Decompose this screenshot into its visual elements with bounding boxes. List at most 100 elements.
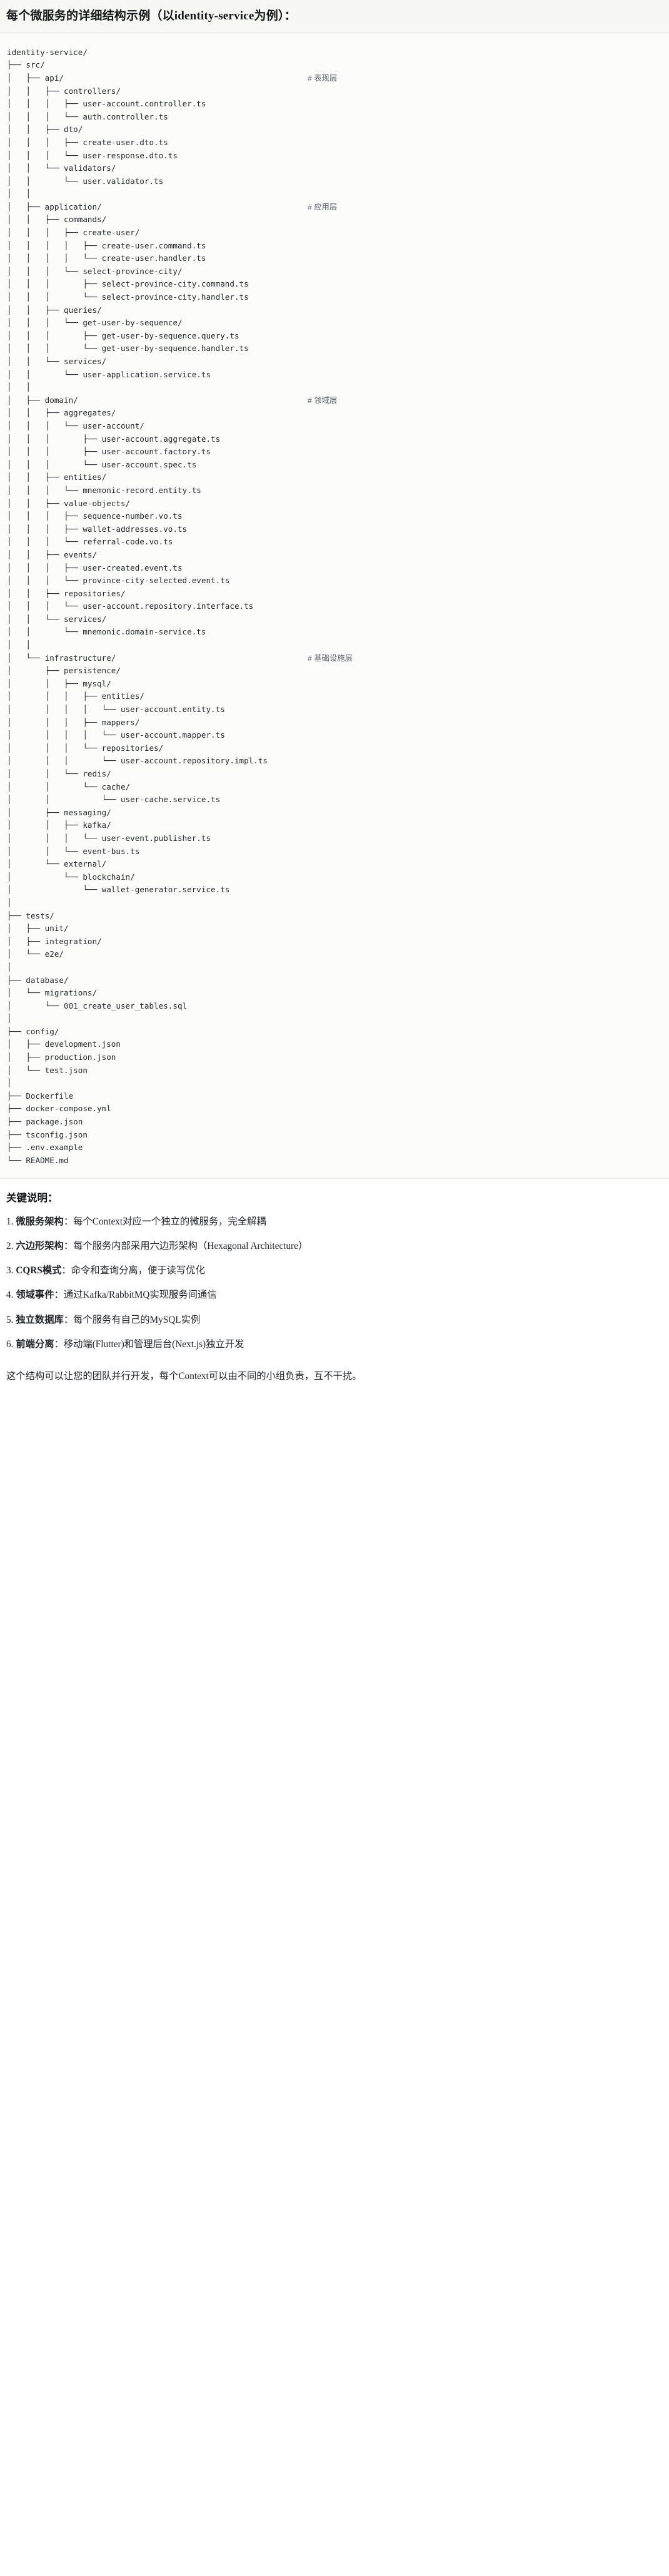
tree-line-path: │ │ │ └── user-event.publisher.ts — [7, 833, 211, 843]
tree-line-path: │ └── e2e/ — [7, 949, 64, 959]
tree-line-comment: # 应用层 — [308, 202, 338, 211]
tree-line-path: │ │ │ ├── create-user.dto.ts — [7, 137, 168, 147]
tree-line: │ │ │ ├── get-user-by-sequence.query.ts — [0, 330, 669, 343]
tree-line: identity-service/ — [0, 46, 669, 59]
tree-line-path: │ │ │ ├── create-user/ — [7, 228, 140, 238]
tree-line-path: ├── Dockerfile — [7, 1091, 74, 1101]
tree-line-path: │ │ │ └── select-province-city.handler.t… — [7, 292, 249, 302]
tree-line: │ │ └── event-bus.ts — [0, 845, 669, 858]
tree-line-comment: # 领域层 — [308, 395, 338, 405]
key-note-term: 微服务架构 — [16, 1216, 64, 1227]
tree-line-path: │ │ ├── mysql/ — [7, 678, 111, 688]
tree-line-path: │ — [7, 962, 12, 972]
key-note-number: 4. — [6, 1290, 14, 1301]
tree-line-path: │ — [7, 897, 12, 907]
tree-line: │ │ │ ├── user-account.factory.ts — [0, 445, 669, 459]
tree-line: │ │ │ │ ├── create-user.command.ts — [0, 240, 669, 253]
closing-paragraph: 这个结构可以让您的团队并行开发，每个Context可以由不同的小组负责，互不干扰… — [6, 1370, 362, 1382]
tree-line: │ — [0, 1012, 669, 1026]
tree-line: │ — [0, 897, 669, 910]
tree-line-path: │ ├── domain/ — [7, 395, 78, 405]
tree-line: │ │ │ ├── user-created.event.ts — [0, 562, 669, 575]
tree-line-path: │ └── 001_create_user_tables.sql — [7, 1000, 188, 1011]
tree-line: │ └── 001_create_user_tables.sql — [0, 1000, 669, 1013]
key-note-body: ：通过Kafka/RabbitMQ实现服务间通信 — [54, 1290, 217, 1301]
tree-line: │ ├── application/ # 应用层 — [0, 201, 669, 214]
tree-line-path: │ │ │ │ └── create-user.handler.ts — [7, 253, 206, 263]
tree-line-path: │ — [7, 1078, 12, 1088]
tree-line: ├── docker-compose.yml — [0, 1102, 669, 1116]
tree-line: │ │ ├── repositories/ — [0, 588, 669, 601]
tree-line-path: │ │ │ ├── wallet-addresses.vo.ts — [7, 524, 188, 534]
tree-line: ├── Dockerfile — [0, 1090, 669, 1103]
tree-line-path: │ └── infrastructure/ — [7, 653, 116, 663]
tree-line-path: │ │ │ ├── get-user-by-sequence.query.ts — [7, 330, 239, 340]
tree-line: │ │ └── mnemonic.domain-service.ts — [0, 626, 669, 639]
tree-line: ├── tests/ — [0, 910, 669, 923]
tree-line-path: │ │ — [7, 640, 31, 650]
tree-line: │ │ │ ├── wallet-addresses.vo.ts — [0, 523, 669, 536]
tree-line-path: │ │ ├── commands/ — [7, 215, 107, 225]
tree-line: └── README.md — [0, 1154, 669, 1168]
tree-line: │ │ │ └── user-account/ — [0, 420, 669, 433]
tree-line-path: │ │ │ │ ├── create-user.command.ts — [7, 240, 206, 250]
tree-line: │ │ ├── kafka/ — [0, 819, 669, 832]
tree-line: ├── config/ — [0, 1026, 669, 1039]
tree-line: ├── database/ — [0, 974, 669, 987]
key-note-term: 六边形架构 — [16, 1241, 64, 1252]
key-note-term: 领域事件 — [16, 1290, 54, 1301]
key-note-number: 2. — [6, 1241, 14, 1252]
tree-line: │ │ │ │ └── user-account.mapper.ts — [0, 729, 669, 742]
tree-line-path: ├── database/ — [7, 975, 69, 985]
tree-line-path: │ │ │ ├── sequence-number.vo.ts — [7, 511, 183, 521]
tree-line-path: └── README.md — [7, 1155, 69, 1165]
tree-line-path: │ — [7, 1014, 12, 1024]
key-note-term: 独立数据库 — [16, 1314, 64, 1325]
key-note-number: 1. — [6, 1216, 14, 1227]
tree-line-path: │ ├── api/ — [7, 73, 64, 83]
key-note-item: 1. 微服务架构：每个Context对应一个独立的微服务，完全解耦 — [6, 1215, 663, 1229]
tree-line-path: │ │ │ └── repositories/ — [7, 743, 164, 753]
tree-line: │ │ ├── aggregates/ — [0, 407, 669, 420]
key-note-item: 4. 领域事件：通过Kafka/RabbitMQ实现服务间通信 — [6, 1288, 663, 1302]
tree-line: ├── package.json — [0, 1116, 669, 1129]
directory-tree-block: identity-service/├── src/│ ├── api/# 表现层… — [0, 32, 669, 1179]
key-note-number: 5. — [6, 1314, 14, 1325]
tree-line: │ │ │ └── referral-code.vo.ts — [0, 536, 669, 549]
tree-line: │ │ │ │ └── user-account.entity.ts — [0, 703, 669, 716]
tree-line-path: │ │ ├── controllers/ — [7, 86, 121, 96]
tree-line: │ │ — [0, 639, 669, 652]
tree-line: │ ├── integration/ — [0, 935, 669, 949]
tree-line-path: │ │ ├── kafka/ — [7, 820, 111, 830]
tree-line-path: │ └── external/ — [7, 859, 107, 869]
tree-line: │ │ │ └── user-account.spec.ts — [0, 459, 669, 472]
tree-line: │ │ ├── queries/ — [0, 304, 669, 317]
tree-line-path: ├── src/ — [7, 60, 45, 70]
tree-line: │ ├── domain/ # 领域层 — [0, 394, 669, 407]
tree-line: │ │ │ ├── mappers/ — [0, 716, 669, 730]
tree-line-path: │ │ ├── aggregates/ — [7, 408, 116, 418]
tree-line: │ └── migrations/ — [0, 987, 669, 1000]
tree-line-path: │ │ │ └── user-account/ — [7, 420, 144, 430]
tree-line-path: │ └── migrations/ — [7, 988, 98, 998]
tree-line: │ │ └── user-cache.service.ts — [0, 793, 669, 807]
tree-line: │ │ └── validators/ — [0, 162, 669, 175]
key-notes-list: 1. 微服务架构：每个Context对应一个独立的微服务，完全解耦 2. 六边形架… — [6, 1215, 663, 1352]
key-note-term: CQRS模式 — [16, 1265, 62, 1276]
tree-line-path: │ ├── application/ — [7, 201, 102, 211]
tree-line-path: │ └── test.json — [7, 1065, 88, 1075]
tree-line-path: │ │ └── services/ — [7, 357, 107, 366]
tree-line: │ │ │ └── select-province-city/ — [0, 265, 669, 278]
tree-line: │ │ │ ├── user-account.controller.ts — [0, 98, 669, 111]
tree-line-path: │ ├── unit/ — [7, 924, 69, 934]
page-root: 每个微服务的详细结构示例（以identity-service为例）： ident… — [0, 0, 669, 1382]
tree-line: │ │ └── redis/ — [0, 768, 669, 781]
tree-line-path: │ │ │ └── select-province-city/ — [7, 266, 183, 276]
tree-line: │ └── e2e/ — [0, 948, 669, 961]
tree-line-path: │ │ │ ├── mappers/ — [7, 717, 140, 727]
tree-line: │ │ ├── events/ — [0, 549, 669, 562]
tree-line: │ └── wallet-generator.service.ts — [0, 883, 669, 897]
tree-line: │ └── infrastructure/# 基础设施层 — [0, 652, 669, 665]
tree-line-path: │ │ │ └── referral-code.vo.ts — [7, 537, 173, 547]
tree-line: │ │ │ ├── entities/ — [0, 690, 669, 703]
